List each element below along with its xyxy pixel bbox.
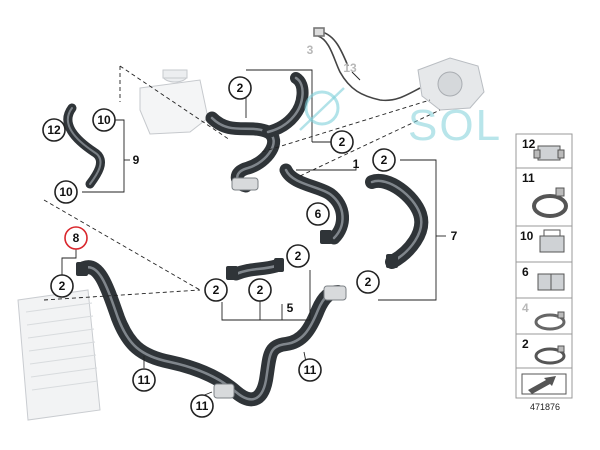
expansion-tank [139, 69, 209, 135]
callout-10-bottom[interactable]: 10 [54, 180, 78, 204]
svg-text:13: 13 [343, 61, 357, 75]
svg-text:2: 2 [381, 153, 388, 167]
callout-2-lower-right[interactable]: 2 [356, 270, 380, 294]
callout-2-top[interactable]: 2 [228, 76, 252, 100]
callout-11-right[interactable]: 11 [298, 358, 322, 382]
svg-text:4: 4 [522, 301, 529, 315]
hose-clamp-2-icon [534, 345, 566, 365]
svg-text:2: 2 [339, 135, 346, 149]
svg-text:10: 10 [520, 229, 534, 243]
svg-text:3: 3 [307, 43, 314, 57]
callout-11-bottom[interactable]: 11 [190, 394, 214, 418]
callouts: 12 10 9 10 8 2 2 3 13 [42, 43, 458, 418]
clamp-4-icon [534, 311, 566, 331]
callout-11-left[interactable]: 11 [132, 368, 156, 392]
callout-8[interactable]: 8 [64, 226, 88, 250]
legend-item-10[interactable]: 10 [520, 229, 565, 253]
svg-text:2: 2 [237, 81, 244, 95]
legend-item-12[interactable]: 12 [522, 137, 565, 161]
svg-text:10: 10 [97, 113, 111, 127]
svg-text:12: 12 [47, 123, 61, 137]
callout-6[interactable]: 6 [306, 202, 330, 226]
clip-6-icon [537, 273, 565, 291]
callout-2-lower-center[interactable]: 2 [248, 278, 272, 302]
callout-12[interactable]: 12 [42, 118, 66, 142]
svg-text:8: 8 [73, 231, 80, 245]
svg-text:2: 2 [257, 283, 264, 297]
svg-text:5: 5 [287, 301, 294, 315]
svg-text:2: 2 [213, 283, 220, 297]
hose-clamp-11-icon [532, 187, 568, 218]
hose-fittings [76, 177, 398, 399]
callout-2-mid[interactable]: 2 [286, 244, 310, 268]
callout-2-center[interactable]: 2 [330, 130, 354, 154]
svg-text:2: 2 [59, 279, 66, 293]
tool-arrow-icon [521, 373, 567, 395]
svg-text:11: 11 [196, 399, 209, 413]
radiator [17, 289, 101, 421]
wiring-harness [313, 27, 421, 102]
clamp-12-icon [533, 145, 565, 161]
clip-10-icon [539, 229, 565, 253]
svg-text:2: 2 [522, 337, 529, 351]
svg-text:7: 7 [451, 229, 458, 243]
svg-text:SOL: SOL [408, 101, 502, 150]
callout-2-right[interactable]: 2 [372, 148, 396, 172]
svg-text:6: 6 [315, 207, 322, 221]
svg-text:1: 1 [353, 157, 360, 171]
svg-text:9: 9 [133, 153, 140, 167]
svg-text:2: 2 [365, 275, 372, 289]
svg-text:10: 10 [59, 185, 73, 199]
svg-text:2: 2 [295, 249, 302, 263]
callout-2-left[interactable]: 2 [50, 274, 74, 298]
hoses [63, 72, 429, 407]
callout-1: 1 [353, 157, 360, 171]
svg-text:12: 12 [522, 137, 536, 151]
callout-5: 5 [287, 301, 294, 315]
hose-7 [365, 173, 429, 269]
legend-item-2[interactable]: 2 [522, 337, 566, 365]
legend-item-6[interactable]: 6 [522, 265, 565, 291]
legend-item-11[interactable]: 11 [522, 171, 568, 218]
callout-9: 9 [133, 153, 140, 167]
callout-7: 7 [451, 229, 458, 243]
diagram-reference-number: 471876 [530, 402, 560, 412]
svg-text:11: 11 [522, 171, 535, 185]
callout-13: 13 [343, 61, 357, 75]
legend-item-4[interactable]: 4 [522, 301, 566, 331]
callout-3: 3 [307, 43, 314, 57]
parts-legend: 12 11 10 6 [515, 133, 573, 399]
callout-2-lower-left[interactable]: 2 [204, 278, 228, 302]
svg-text:6: 6 [522, 265, 529, 279]
thermostat-housing [417, 57, 485, 111]
callout-10-top[interactable]: 10 [92, 108, 116, 132]
svg-text:11: 11 [304, 363, 317, 377]
watermark-logo: SOL [299, 87, 502, 150]
svg-text:11: 11 [138, 373, 151, 387]
